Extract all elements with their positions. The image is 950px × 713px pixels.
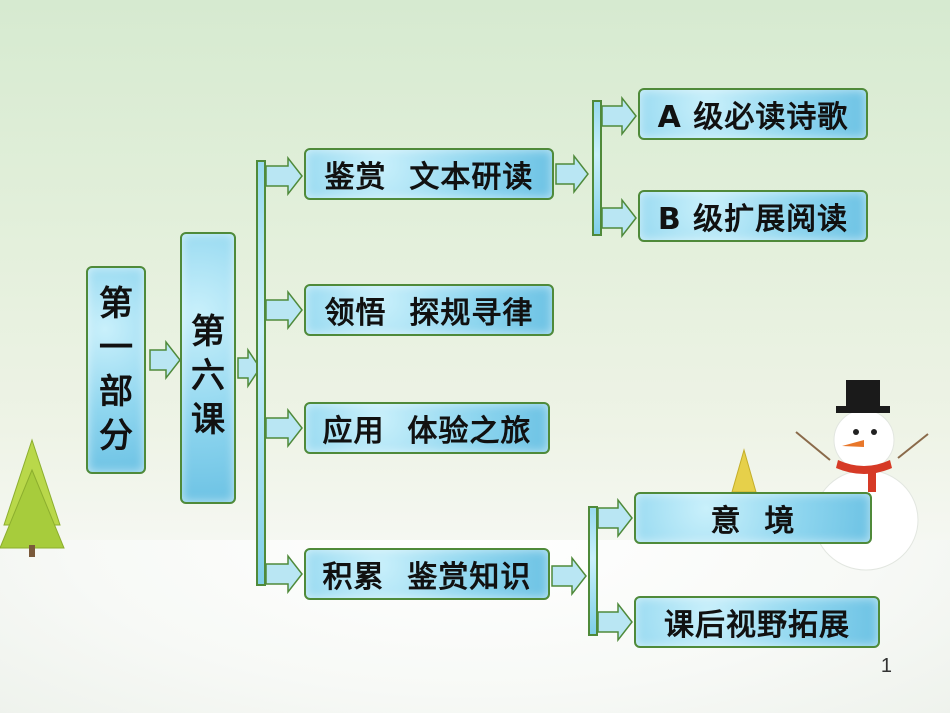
- tree-icon: [0, 438, 65, 557]
- root-char-1: 第: [99, 284, 133, 324]
- arrow-to-section-1: [265, 155, 303, 197]
- section-node-1: 鉴赏 文本研读: [304, 148, 554, 200]
- section-label-3: 应用 体验之旅: [322, 414, 532, 449]
- lesson-char-3: 课: [191, 400, 225, 440]
- reading-sub-label-b: B 级扩展阅读: [657, 202, 849, 237]
- root-node: 第 一 部 分: [86, 266, 146, 474]
- arrow-section1-bracket: [555, 153, 589, 195]
- section-label-4: 积累 鉴赏知识: [322, 560, 532, 595]
- arrow-to-section-4: [265, 553, 303, 595]
- knowledge-sub-node-2: 课后视野拓展: [634, 596, 880, 648]
- arrow-to-section-2: [265, 289, 303, 331]
- reading-sub-label-a: A 级必读诗歌: [657, 100, 849, 135]
- lesson-char-1: 第: [191, 312, 225, 352]
- reading-sub-node-a: A 级必读诗歌: [638, 88, 868, 140]
- lesson-char-2: 六: [191, 356, 225, 396]
- root-char-2: 一: [99, 328, 133, 368]
- knowledge-sub-label-1: 意 境: [710, 504, 796, 539]
- arrow-lesson-bracket: [237, 347, 261, 389]
- section-label-1: 鉴赏 文本研读: [324, 160, 534, 195]
- main-bracket: [256, 160, 266, 586]
- section-node-3: 应用 体验之旅: [304, 402, 550, 454]
- section-node-2: 领悟 探规寻律: [304, 284, 554, 336]
- knowledge-sub-node-1: 意 境: [634, 492, 872, 544]
- reading-bracket: [592, 100, 602, 236]
- section-node-4: 积累 鉴赏知识: [304, 548, 550, 600]
- arrow-root-lesson: [149, 339, 181, 381]
- section-label-2: 领悟 探规寻律: [324, 296, 534, 331]
- knowledge-bracket: [588, 506, 598, 636]
- arrow-to-knowledge-1: [597, 497, 633, 539]
- arrow-section4-bracket: [551, 555, 587, 597]
- page-number: 1: [880, 655, 892, 677]
- arrow-to-section-3: [265, 407, 303, 449]
- reading-sub-node-b: B 级扩展阅读: [638, 190, 868, 242]
- arrow-to-knowledge-2: [597, 601, 633, 643]
- arrow-to-reading-b: [601, 197, 637, 239]
- lesson-node: 第 六 课: [180, 232, 236, 504]
- knowledge-sub-label-2: 课后视野拓展: [664, 608, 850, 643]
- root-char-4: 分: [99, 416, 133, 456]
- root-char-3: 部: [99, 372, 133, 412]
- arrow-to-reading-a: [601, 95, 637, 137]
